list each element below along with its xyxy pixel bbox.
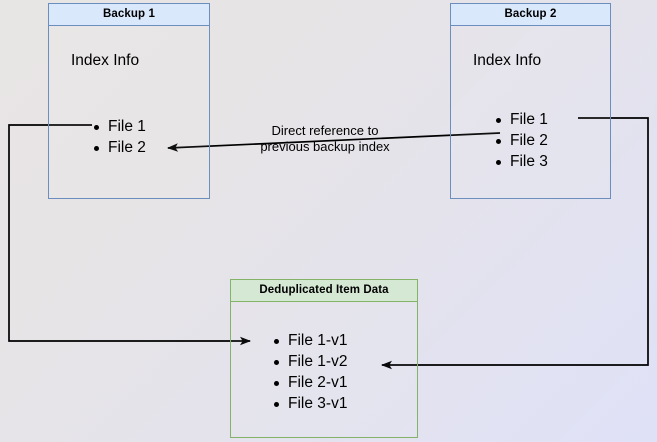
node-backup-2[interactable]: Backup 2 Index Info File 1 File 2 File 3 — [450, 3, 611, 199]
backup-2-file-list: File 1 File 2 File 3 — [495, 109, 548, 172]
list-item: File 2-v1 — [273, 372, 347, 393]
list-item: File 1-v1 — [273, 330, 347, 351]
dedup-file-list: File 1-v1 File 1-v2 File 2-v1 File 3-v1 — [273, 330, 347, 414]
node-backup-1-body: Index Info File 1 File 2 — [49, 26, 209, 198]
list-item: File 3-v1 — [273, 393, 347, 414]
annotation-direct-reference: Direct reference to previous backup inde… — [260, 123, 390, 154]
list-item: File 1-v2 — [273, 351, 347, 372]
node-backup-2-body: Index Info File 1 File 2 File 3 — [451, 26, 610, 198]
list-item: File 1 — [93, 116, 146, 137]
list-item: File 3 — [495, 151, 548, 172]
backup-2-index-info-label: Index Info — [473, 52, 542, 69]
node-dedup-header: Deduplicated Item Data — [231, 280, 417, 302]
backup-1-index-info-label: Index Info — [71, 52, 140, 69]
list-item: File 1 — [495, 109, 548, 130]
node-backup-1-header: Backup 1 — [49, 4, 209, 26]
list-item: File 2 — [93, 137, 146, 158]
list-item: File 2 — [495, 130, 548, 151]
node-backup-1[interactable]: Backup 1 Index Info File 1 File 2 — [48, 3, 210, 199]
backup-1-file-list: File 1 File 2 — [93, 116, 146, 158]
node-backup-2-header: Backup 2 — [451, 4, 610, 26]
node-deduplicated-item-data[interactable]: Deduplicated Item Data File 1-v1 File 1-… — [230, 279, 418, 438]
node-dedup-body: File 1-v1 File 1-v2 File 2-v1 File 3-v1 — [231, 302, 417, 436]
